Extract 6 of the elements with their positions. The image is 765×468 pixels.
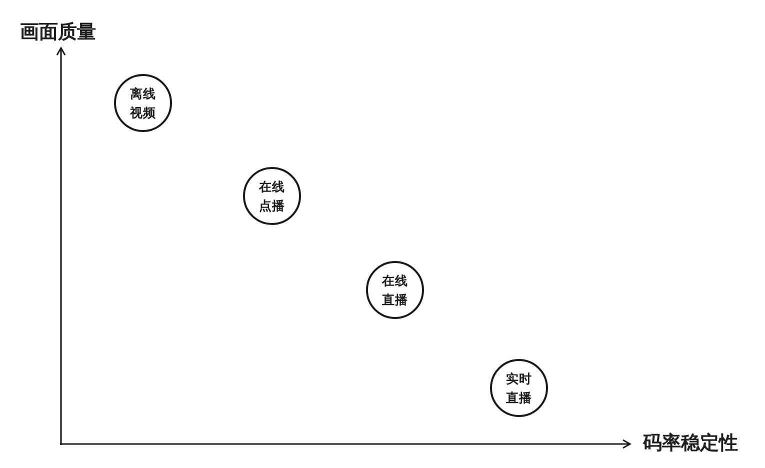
node-label: 离线视频 xyxy=(130,85,156,122)
axis-title: 画面质量 xyxy=(20,20,96,44)
node-label: 实时直播 xyxy=(506,370,532,407)
node-label: 在线直播 xyxy=(382,272,408,309)
node-label: 在线点播 xyxy=(259,178,285,215)
axis-title: 码率稳定性 xyxy=(643,431,738,455)
